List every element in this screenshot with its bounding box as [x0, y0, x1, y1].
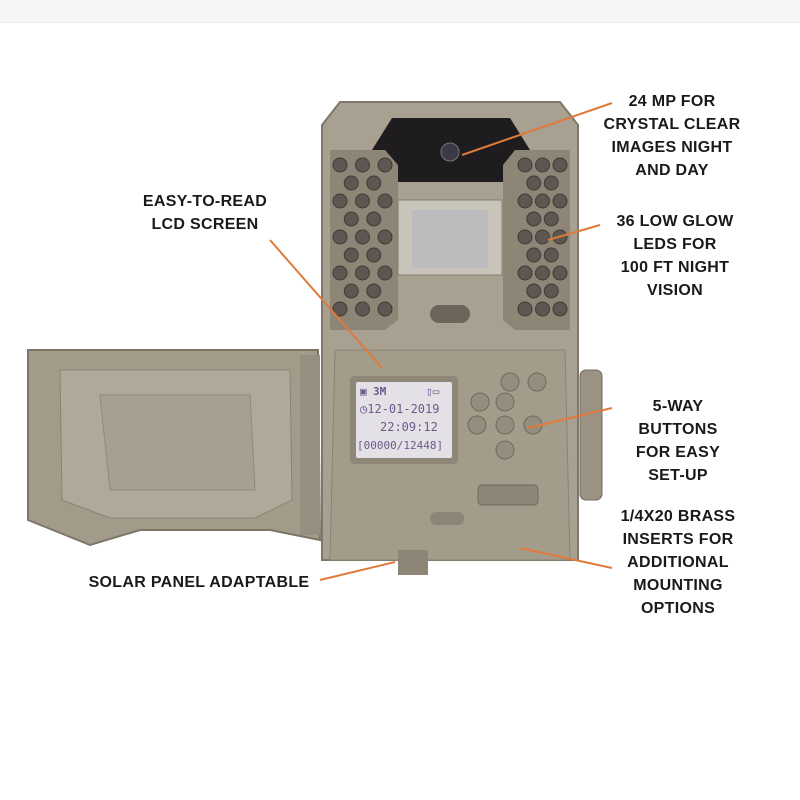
ir-led: [355, 265, 370, 281]
ir-led: [366, 283, 382, 299]
ir-led: [543, 283, 559, 299]
light-sensor: [430, 305, 470, 323]
power-switch: [477, 484, 539, 506]
ir-led: [332, 157, 348, 173]
callout-leds: 36 LOW GLOW LEDS FOR 100 FT NIGHT VISION: [616, 213, 734, 299]
callout-inserts: 1/4X20 BRASS INSERTS FOR ADDITIONAL MOUN…: [620, 508, 736, 617]
resolution-readout: 3M: [373, 385, 387, 398]
lcd-screen: ▣ 3M ▯▭ ◷12-01-2019 22:09:12 [00000/1244…: [356, 382, 452, 458]
ir-led: [517, 265, 533, 281]
ir-led: [332, 229, 348, 245]
ir-led: [355, 193, 370, 209]
ir-led: [543, 211, 559, 227]
ir-led: [526, 247, 542, 263]
ir-led: [332, 301, 348, 317]
ir-led: [517, 301, 533, 317]
control-buttons: [467, 372, 547, 460]
ir-led: [377, 193, 393, 209]
ir-led: [332, 265, 348, 281]
ir-led: [526, 211, 542, 227]
callout-megapixel: 24 MP FOR CRYSTAL CLEAR IMAGES NIGHT AND…: [603, 93, 741, 179]
top-bar: [0, 0, 800, 23]
date-readout: ◷12-01-2019: [360, 402, 440, 416]
strap-mount: [579, 369, 603, 501]
ir-led: [526, 283, 542, 299]
sd-battery-icon: ▯▭: [426, 385, 440, 398]
ir-led: [517, 157, 533, 173]
ir-led: [543, 175, 559, 191]
photo-counter: [00000/12448]: [357, 439, 444, 452]
callout-solar: SOLAR PANEL ADAPTABLE: [88, 574, 310, 591]
callout-buttons: 5-WAY BUTTONS FOR EASY SET-UP: [635, 398, 721, 484]
ir-led: [377, 301, 393, 317]
latch: [430, 512, 464, 525]
ir-led: [377, 157, 393, 173]
ir-led: [543, 247, 559, 263]
ir-led: [535, 265, 550, 281]
ir-led: [332, 193, 348, 209]
ir-led: [535, 229, 550, 245]
solar-port: [398, 550, 428, 575]
camera-body: [321, 101, 603, 575]
ir-led: [517, 193, 533, 209]
ir-led: [552, 265, 568, 281]
ir-led: [343, 175, 359, 191]
date-value: 12-01-2019: [367, 402, 440, 416]
ir-led: [552, 193, 568, 209]
callout-lines: [269, 102, 613, 581]
ir-led: [355, 229, 370, 245]
ir-led: [366, 247, 382, 263]
ir-led: [535, 157, 550, 173]
ir-led: [552, 301, 568, 317]
ir-led: [535, 301, 550, 317]
ir-led: [517, 229, 533, 245]
ir-led: [343, 247, 359, 263]
camera-lid: [27, 349, 322, 547]
ir-led: [343, 211, 359, 227]
callout-lcd: EASY-TO-READ LCD SCREEN: [142, 193, 268, 233]
camera-icon: ▣: [360, 385, 367, 398]
ir-led: [535, 193, 550, 209]
ir-led: [377, 265, 393, 281]
time-readout: 22:09:12: [380, 420, 438, 434]
ir-led: [377, 229, 393, 245]
ir-led: [355, 157, 370, 173]
ir-led: [343, 283, 359, 299]
ir-led: [366, 211, 382, 227]
lens: [440, 142, 460, 162]
ir-led: [366, 175, 382, 191]
ir-led: [552, 157, 568, 173]
pir-sensor: [412, 210, 488, 268]
ir-led: [526, 175, 542, 191]
ir-led: [355, 301, 370, 317]
